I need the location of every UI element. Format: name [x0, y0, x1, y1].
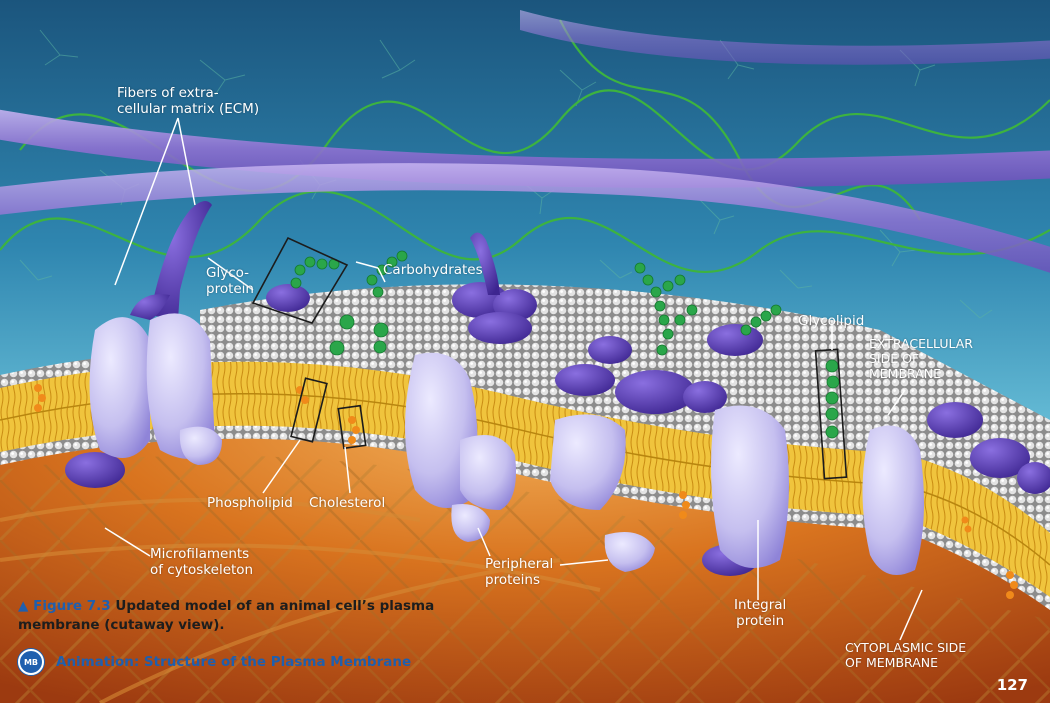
animation-link[interactable]: MB Animation: Structure of the Plasma Me…: [18, 649, 412, 675]
mastering-biology-icon[interactable]: MB: [18, 649, 44, 675]
caption-arrow-icon: ▲: [18, 598, 29, 614]
caption-text: Updated model of an animal cell’s plasma…: [18, 598, 435, 633]
ecm-fiber-band-2: [0, 163, 1050, 273]
glycoprotein-stalk: [150, 201, 212, 320]
carbohydrate-chains: [290, 250, 840, 439]
label-peripheral-proteins: Peripheral proteins: [485, 556, 554, 588]
label-phospholipid: Phospholipid: [207, 495, 293, 511]
label-integral-protein: Integral protein: [734, 597, 787, 629]
surface-proteins: [65, 282, 1050, 576]
callout-lines: [104, 117, 923, 641]
label-glycoprotein: Glyco- protein: [206, 265, 254, 297]
page-number: 127: [996, 676, 1028, 694]
label-glycolipid: Glycolipid: [798, 313, 865, 329]
figure-caption: ▲ Figure 7.3 Updated model of an animal …: [18, 597, 438, 635]
label-carbohydrates: Carbohydrates: [383, 262, 483, 278]
label-cytoplasmic-side: CYTOPLASMIC SIDE OF MEMBRANE: [845, 640, 967, 670]
figure-number: Figure 7.3: [33, 598, 111, 614]
animation-link-text[interactable]: Animation: Structure of the Plasma Membr…: [56, 654, 412, 670]
integral-proteins: [89, 294, 924, 575]
label-cholesterol: Cholesterol: [309, 495, 386, 511]
label-extracellular-side: EXTRACELLULAR SIDE OF MEMBRANE: [869, 336, 973, 381]
cholesterol-molecules: [34, 384, 1018, 599]
label-microfilaments: Microfilaments of cytoskeleton: [150, 546, 254, 578]
microfilament-mesh: [0, 455, 1050, 703]
label-ecm-fibers: Fibers of extra- cellular matrix (ECM): [117, 85, 260, 117]
